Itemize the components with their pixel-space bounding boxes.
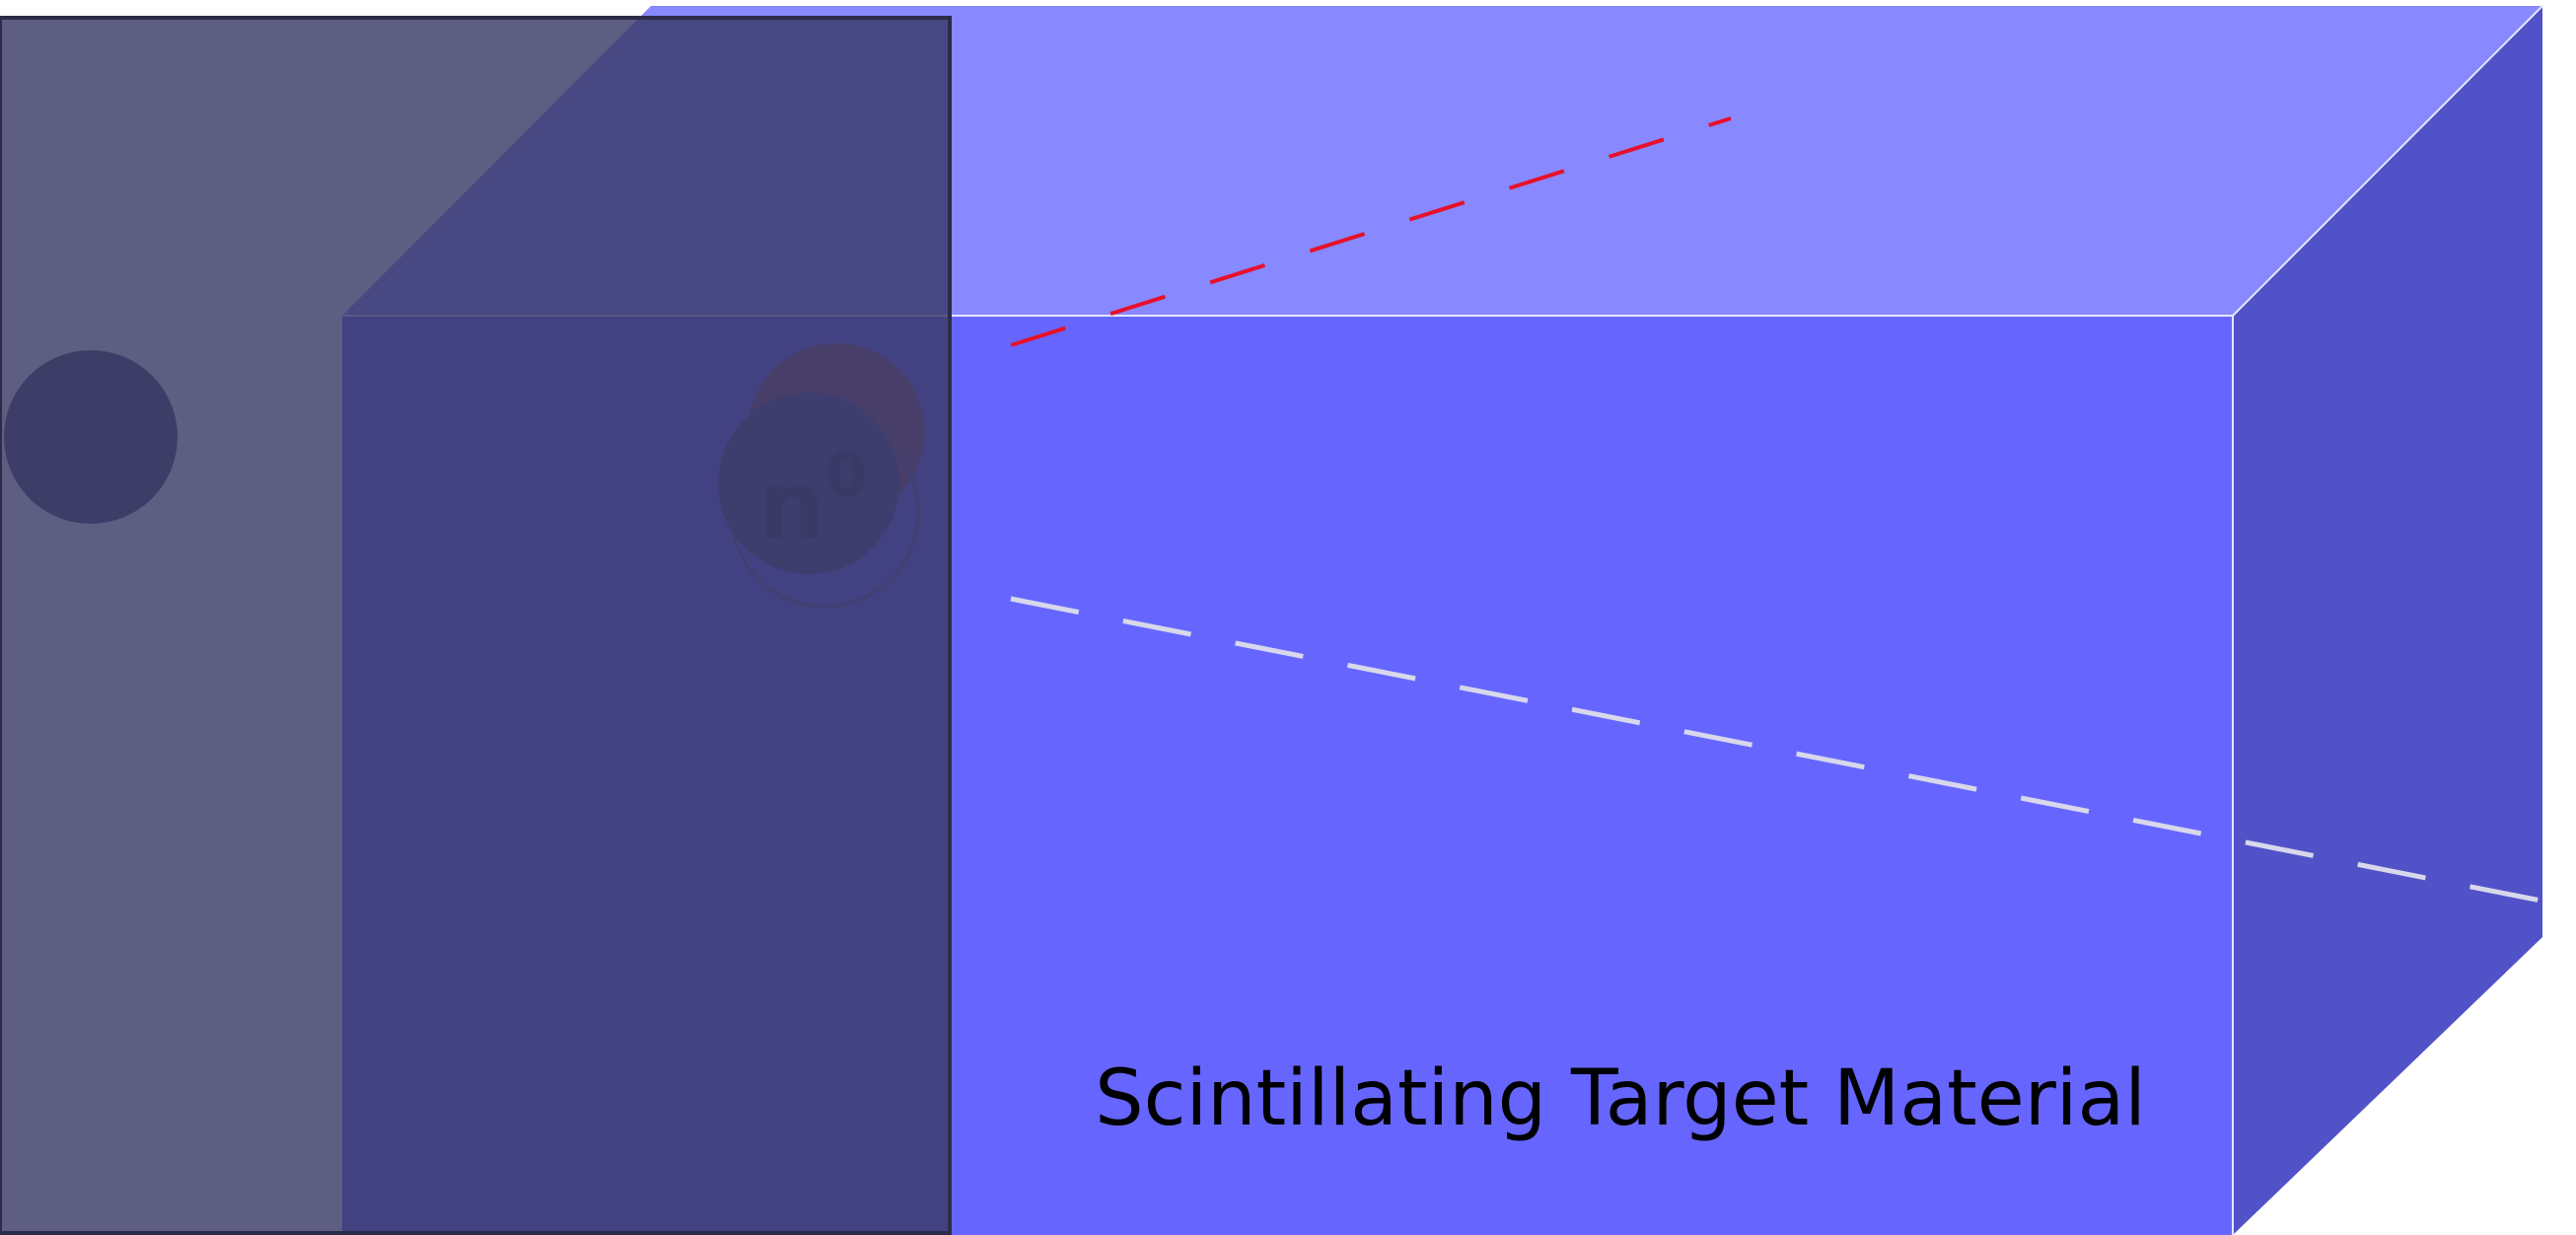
dark-overlay-panel bbox=[0, 16, 952, 1235]
white-particle-track bbox=[1010, 596, 2576, 910]
box-side-face bbox=[2233, 6, 2542, 1235]
caption-label: Scintillating Target Material bbox=[1095, 1054, 2146, 1143]
box-edge-top-right bbox=[2232, 5, 2543, 317]
red-particle-track bbox=[1010, 116, 1732, 347]
